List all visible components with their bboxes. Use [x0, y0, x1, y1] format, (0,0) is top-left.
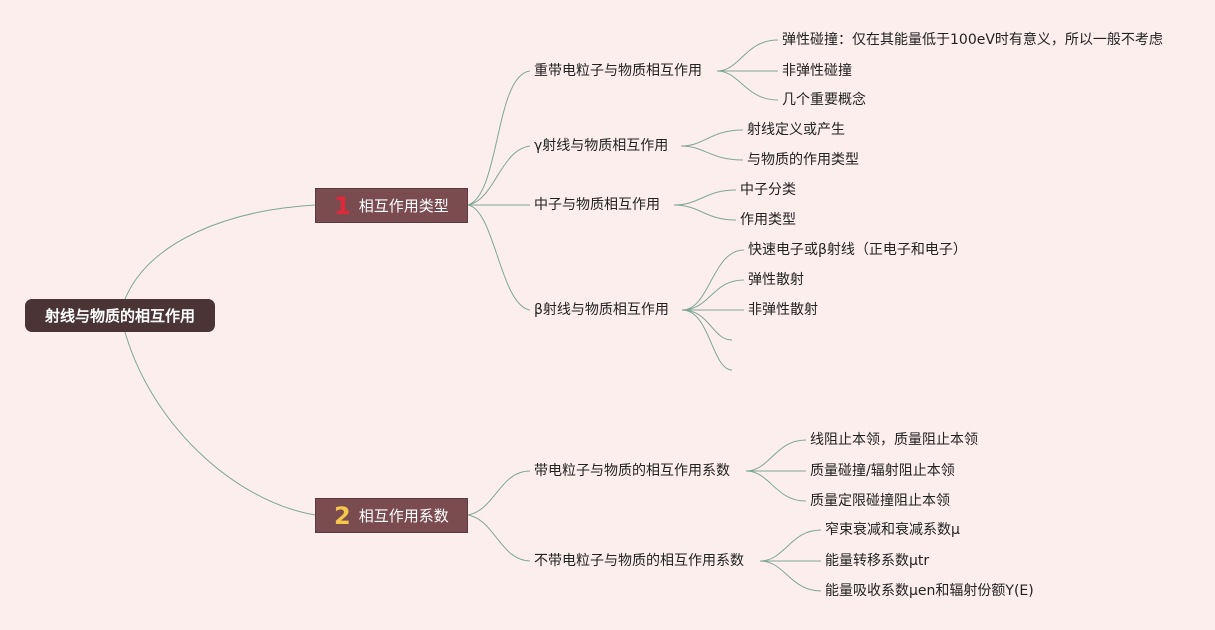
connector-b2-s1	[467, 470, 531, 516]
sub-node-uncharged-coefficients[interactable]: 不带电粒子与物质的相互作用系数	[534, 553, 744, 569]
connector-s1-c3	[716, 70, 779, 101]
leaf-node[interactable]: 非弹性碰撞	[782, 63, 852, 79]
connector-b2s2-c1	[759, 529, 822, 562]
branch-node-interaction-types[interactable]: 1 相互作用类型	[315, 188, 468, 223]
leaf-node[interactable]: 窄束衰减和衰减系数μ	[825, 522, 960, 538]
branch-label: 相互作用类型	[358, 197, 449, 215]
sub-node-beta[interactable]: β射线与物质相互作用	[534, 302, 669, 318]
connector-b2s2-c3	[759, 560, 822, 592]
connector-s2-c1	[680, 129, 744, 147]
leaf-node[interactable]: 几个重要概念	[782, 92, 866, 108]
leaf-node[interactable]: 作用类型	[740, 212, 796, 228]
number-badge: 1	[334, 191, 351, 220]
connector-s1-c1	[716, 39, 779, 72]
leaf-node[interactable]: 弹性碰撞：仅在其能量低于100eV时有意义，所以一般不考虑	[782, 32, 1163, 48]
connector-b1-s2	[467, 145, 531, 206]
root-node[interactable]: 射线与物质的相互作用	[25, 299, 215, 332]
connector-s4-c1	[681, 249, 745, 311]
number-badge: 2	[334, 501, 351, 530]
leaf-node[interactable]: 与物质的作用类型	[747, 152, 859, 168]
leaf-node[interactable]: 质量定限碰撞阻止本领	[810, 493, 950, 509]
leaf-node[interactable]: 快速电子或β射线（正电子和电子）	[748, 242, 967, 258]
connector-s4-c2	[681, 279, 745, 311]
connector-root-branch2	[124, 331, 316, 516]
connector-b2s1-c1	[745, 439, 807, 472]
leaf-node[interactable]: 质量碰撞/辐射阻止本领	[810, 463, 955, 479]
leaf-node[interactable]: 弹性散射	[748, 272, 804, 288]
connector-b2-s2	[467, 514, 531, 562]
leaf-node[interactable]: 能量吸收系数μen和辐射份额Y(E)	[825, 583, 1034, 599]
connector-root-branch1	[124, 204, 316, 300]
leaf-node[interactable]: 线阻止本领，质量阻止本领	[810, 432, 978, 448]
sub-node-heavy-charged[interactable]: 重带电粒子与物质相互作用	[534, 63, 702, 79]
connector-s4-c5	[681, 309, 733, 371]
connector-b1-s4	[467, 204, 531, 311]
branch-node-interaction-coefficients[interactable]: 2 相互作用系数	[315, 498, 468, 533]
leaf-node[interactable]: 中子分类	[740, 182, 796, 198]
connector-b2s1-c3	[745, 470, 807, 502]
connector-b1-s1	[467, 70, 531, 206]
connector-s3-c1	[673, 189, 737, 206]
leaf-node[interactable]: 能量转移系数μtr	[825, 553, 930, 569]
leaf-node[interactable]: 非弹性散射	[748, 302, 818, 318]
connector-s3-c2	[673, 204, 737, 221]
leaf-node[interactable]: 射线定义或产生	[747, 122, 845, 138]
branch-label: 相互作用系数	[358, 507, 449, 525]
connector-s4-c4	[681, 309, 733, 341]
connector-s2-c2	[680, 145, 744, 161]
sub-node-charged-coefficients[interactable]: 带电粒子与物质的相互作用系数	[534, 463, 730, 479]
sub-node-neutron[interactable]: 中子与物质相互作用	[534, 197, 660, 213]
sub-node-gamma[interactable]: γ射线与物质相互作用	[534, 138, 669, 154]
